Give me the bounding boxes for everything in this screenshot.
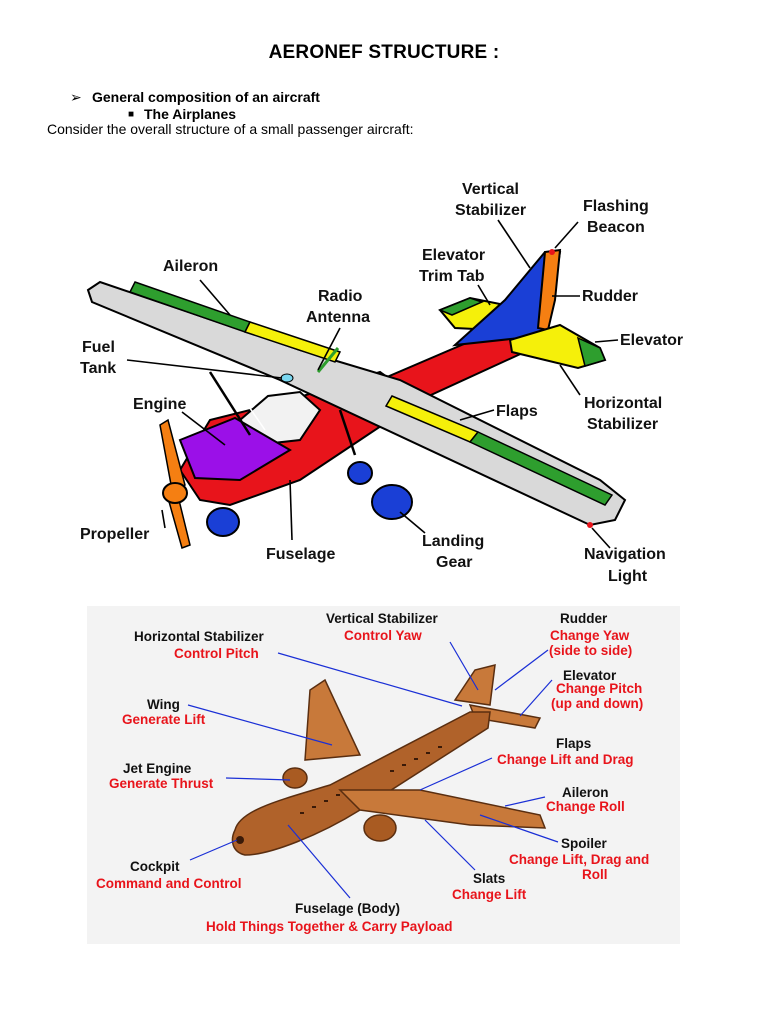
diagram2-leader-lines bbox=[187, 641, 559, 899]
label-vertical-stabilizer-1: Vertical bbox=[462, 181, 519, 198]
label2-wing-function: Generate Lift bbox=[122, 712, 206, 727]
label2-flaps: Flaps bbox=[556, 736, 591, 751]
label-landing-gear-2: Gear bbox=[436, 554, 472, 571]
bullet-airplanes: ■ The Airplanes bbox=[128, 106, 236, 122]
label-vertical-stabilizer-2: Stabilizer bbox=[455, 202, 526, 219]
near-jet-engine bbox=[363, 814, 397, 842]
label2-flaps-function: Change Lift and Drag bbox=[497, 752, 634, 767]
label2-elevator: Elevator bbox=[563, 668, 617, 683]
bullet-general-composition: ➢ General composition of an aircraft bbox=[70, 89, 320, 106]
label2-vertical-stabilizer: Vertical Stabilizer bbox=[326, 611, 439, 626]
label2-horizontal-stabilizer-function: Control Pitch bbox=[174, 646, 259, 661]
label2-rudder-function-1: Change Yaw bbox=[550, 628, 630, 643]
diagram1-leader-lines bbox=[126, 219, 619, 549]
label-landing-gear-1: Landing bbox=[422, 533, 484, 550]
flashing-beacon-light bbox=[549, 249, 555, 255]
label-rudder: Rudder bbox=[582, 288, 638, 305]
airliner-horizontal-stabilizer bbox=[468, 704, 542, 729]
label2-horizontal-stabilizer: Horizontal Stabilizer bbox=[134, 629, 265, 644]
diagram1-labels: Vertical Stabilizer Flashing Beacon Elev… bbox=[80, 181, 683, 585]
radio-antenna-shape bbox=[316, 347, 340, 373]
cockpit-window bbox=[236, 836, 244, 844]
label2-spoiler: Spoiler bbox=[561, 836, 608, 851]
label-elevator: Elevator bbox=[620, 332, 683, 349]
rudder-shape bbox=[536, 248, 562, 332]
label2-jet-engine-function: Generate Thrust bbox=[109, 776, 214, 791]
label-propeller: Propeller bbox=[80, 526, 149, 543]
label-flaps: Flaps bbox=[496, 403, 538, 420]
label-engine: Engine bbox=[133, 396, 186, 413]
square-bullet-icon: ■ bbox=[128, 109, 135, 120]
near-wing bbox=[338, 789, 547, 829]
label-horizontal-stabilizer-1: Horizontal bbox=[584, 395, 662, 412]
main-wheel-left bbox=[347, 461, 373, 485]
airliner-shape bbox=[231, 664, 547, 856]
label-aileron: Aileron bbox=[163, 258, 218, 275]
wing-strut-left bbox=[208, 371, 252, 436]
main-wheel-right bbox=[371, 484, 413, 520]
airliner-vertical-stabilizer bbox=[453, 664, 496, 706]
label-fuel-tank-1: Fuel bbox=[82, 339, 115, 356]
intro-text: Consider the overall structure of a smal… bbox=[47, 121, 414, 137]
bullet-general-composition-text: General composition of an aircraft bbox=[92, 89, 320, 105]
diagram2-labels: Vertical Stabilizer Control Yaw Rudder C… bbox=[96, 611, 649, 934]
arrow-bullet-icon: ➢ bbox=[70, 89, 82, 105]
airliner-diagram-background bbox=[87, 606, 680, 944]
engine-cowling bbox=[178, 416, 292, 482]
label2-fuselage: Fuselage (Body) bbox=[295, 901, 400, 916]
elevator-shape bbox=[576, 336, 607, 367]
right-aileron-shape bbox=[468, 431, 614, 506]
bullet-airplanes-text: The Airplanes bbox=[144, 106, 237, 122]
tail-assembly bbox=[377, 248, 607, 402]
label2-cockpit: Cockpit bbox=[130, 859, 180, 874]
label2-fuselage-function: Hold Things Together & Carry Payload bbox=[206, 919, 453, 934]
label-fuel-tank-2: Tank bbox=[80, 360, 116, 377]
label2-jet-engine: Jet Engine bbox=[123, 761, 192, 776]
label2-rudder: Rudder bbox=[560, 611, 608, 626]
fuel-tank-cap bbox=[280, 373, 294, 383]
passenger-windows bbox=[300, 746, 442, 814]
navigation-light-dot bbox=[587, 522, 593, 528]
left-flap-shape bbox=[243, 321, 342, 363]
label-flashing-beacon-2: Beacon bbox=[587, 219, 645, 236]
label2-elevator-function-2: (up and down) bbox=[551, 696, 643, 711]
label2-elevator-function-1: Change Pitch bbox=[556, 681, 642, 696]
propeller-spinner bbox=[162, 482, 188, 504]
label-flashing-beacon-1: Flashing bbox=[583, 198, 649, 215]
label2-spoiler-function-1: Change Lift, Drag and bbox=[509, 852, 649, 867]
label-fuselage: Fuselage bbox=[266, 546, 335, 563]
small-airplane-diagram: Vertical Stabilizer Flashing Beacon Elev… bbox=[80, 181, 683, 585]
label2-vertical-stabilizer-function: Control Yaw bbox=[344, 628, 422, 643]
label2-aileron: Aileron bbox=[562, 785, 609, 800]
label-elevator-trim-tab-1: Elevator bbox=[422, 247, 485, 264]
label-navigation-light-1: Navigation bbox=[584, 546, 666, 563]
far-wing bbox=[304, 678, 362, 761]
label-navigation-light-2: Light bbox=[608, 568, 648, 585]
label-horizontal-stabilizer-2: Stabilizer bbox=[587, 416, 658, 433]
label2-cockpit-function: Command and Control bbox=[96, 876, 242, 891]
propeller-blade-bottom bbox=[167, 495, 191, 549]
label-elevator-trim-tab-2: Trim Tab bbox=[419, 268, 485, 285]
propeller-blade-top bbox=[159, 418, 186, 492]
label2-spoiler-function-2: Roll bbox=[582, 867, 608, 882]
label-radio-antenna-1: Radio bbox=[318, 288, 363, 305]
far-jet-engine bbox=[282, 767, 308, 789]
elevator-trim-tab-shape bbox=[438, 297, 485, 316]
wing-strut-right bbox=[338, 409, 357, 456]
label2-rudder-function-2: (side to side) bbox=[549, 643, 632, 658]
airliner-fuselage bbox=[231, 711, 491, 856]
label2-slats-function: Change Lift bbox=[452, 887, 527, 902]
label2-wing: Wing bbox=[147, 697, 180, 712]
label2-slats: Slats bbox=[473, 871, 505, 886]
label2-aileron-function: Change Roll bbox=[546, 799, 625, 814]
page-title: AERONEF STRUCTURE : bbox=[268, 42, 500, 63]
label-radio-antenna-2: Antenna bbox=[306, 309, 370, 326]
nose-wheel bbox=[206, 507, 240, 537]
